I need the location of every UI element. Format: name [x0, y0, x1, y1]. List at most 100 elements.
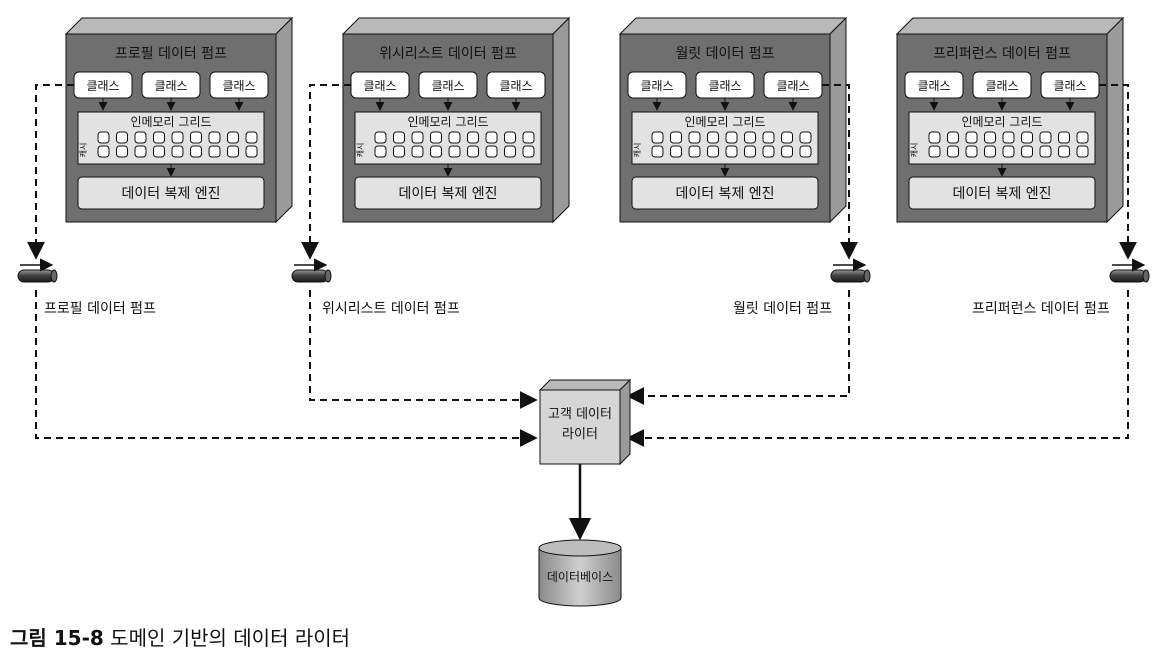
- class-label: 클래스: [222, 79, 255, 93]
- pump-box-side: [829, 16, 847, 224]
- cache-cell: [393, 131, 405, 144]
- cache-cell: [467, 131, 479, 144]
- cache-cell: [670, 131, 682, 144]
- cache-cell: [430, 145, 442, 158]
- cache-label: 캐시: [79, 143, 88, 158]
- grid-label: 인메모리 그리드: [961, 115, 1042, 129]
- cache-cell: [208, 145, 221, 158]
- cache-cell: [651, 145, 664, 158]
- cache-cell: [1021, 131, 1033, 144]
- class-label: 클래스: [985, 79, 1018, 93]
- cache-cell: [522, 145, 535, 158]
- pump-to-queue-line: [1099, 84, 1137, 260]
- cache-cell: [190, 145, 202, 158]
- pump-to-queue-line: [301, 84, 351, 260]
- queue-label-preference: 프리퍼런스 데이터 펌프: [972, 301, 1110, 317]
- cache-cell: [190, 131, 202, 144]
- queue-to-writer-line: [309, 290, 538, 409]
- cache-cell: [504, 131, 516, 144]
- grid-label: 인메모리 그리드: [684, 115, 765, 129]
- cache-cell: [245, 145, 258, 158]
- queue-label-wishlist: 위시리스트 데이터 펌프: [322, 301, 460, 317]
- figure-title: 도메인 기반의 데이터 라이터: [110, 626, 351, 650]
- grid-label: 인메모리 그리드: [407, 115, 488, 129]
- cache-cell: [116, 145, 128, 158]
- pump-to-queue-line: [27, 84, 74, 260]
- pump-box-top: [64, 17, 294, 35]
- queue-to-writer-line: [626, 290, 850, 405]
- cache-cell: [245, 131, 258, 144]
- writer-side: [619, 378, 631, 466]
- pump-box-side: [275, 16, 293, 224]
- database-body: [538, 547, 622, 607]
- replication-engine: [908, 176, 1096, 210]
- queue-to-writer-line: [35, 290, 538, 447]
- cache-cell: [411, 145, 424, 158]
- pump-title: 프리퍼런스 데이터 펌프: [933, 46, 1071, 62]
- cache-cell: [1076, 145, 1089, 158]
- class-label: 클래스: [499, 79, 532, 93]
- cache-cell: [762, 145, 775, 158]
- cache-cell: [799, 131, 812, 144]
- queue-pipe-preference: [1109, 258, 1150, 283]
- cache-cell: [965, 145, 978, 158]
- engine-label: 데이터 복제 엔진: [398, 186, 497, 202]
- cache-cell: [781, 145, 793, 158]
- database-label: 데이터베이스: [547, 570, 613, 584]
- cache-cell: [725, 145, 738, 158]
- cache-label: 캐시: [356, 143, 365, 158]
- writer-label-line2: 라이터: [562, 427, 598, 442]
- queue-pipe-body: [1109, 269, 1147, 283]
- cache-cell: [485, 145, 498, 158]
- class-label: 클래스: [154, 79, 187, 93]
- cache-cell: [374, 131, 387, 144]
- cache-cell: [984, 131, 996, 144]
- cache-cell: [411, 131, 424, 144]
- cache-cell: [928, 131, 941, 144]
- pump-title: 위시리스트 데이터 펌프: [379, 46, 517, 62]
- cache-cell: [171, 145, 184, 158]
- cache-cell: [688, 145, 701, 158]
- pump-box-side: [1106, 16, 1124, 224]
- class-label: 클래스: [363, 79, 396, 93]
- cache-cell: [393, 145, 405, 158]
- cache-cell: [1058, 131, 1070, 144]
- queue-to-writer-line: [626, 290, 1129, 447]
- cache-cell: [688, 131, 701, 144]
- writer-top: [538, 379, 632, 391]
- cache-cell: [1039, 145, 1052, 158]
- cache-cell: [781, 131, 793, 144]
- queue-pipe-profile: [17, 258, 58, 283]
- class-label: 클래스: [86, 79, 119, 93]
- cache-cell: [116, 131, 128, 144]
- cache-cell: [171, 131, 184, 144]
- cache-cell: [504, 145, 516, 158]
- cache-cell: [227, 131, 239, 144]
- cache-cell: [1002, 145, 1015, 158]
- cache-cell: [448, 131, 461, 144]
- pump-title: 프로필 데이터 펌프: [115, 46, 227, 62]
- queue-pipe-wishlist: [291, 258, 332, 283]
- cache-cell: [984, 145, 996, 158]
- cache-cell: [227, 145, 239, 158]
- grid-label: 인메모리 그리드: [130, 115, 211, 129]
- cache-cell: [134, 145, 147, 158]
- cache-cell: [799, 145, 812, 158]
- cache-cell: [1058, 145, 1070, 158]
- pump-to-queue-line: [822, 84, 858, 260]
- cache-cell: [670, 145, 682, 158]
- cache-cell: [153, 131, 165, 144]
- cache-cell: [762, 131, 775, 144]
- cache-cell: [208, 131, 221, 144]
- class-label: 클래스: [1053, 79, 1086, 93]
- class-label: 클래스: [431, 79, 464, 93]
- cache-label: 캐시: [910, 143, 919, 158]
- cache-cell: [1076, 131, 1089, 144]
- engine-label: 데이터 복제 엔진: [675, 186, 774, 202]
